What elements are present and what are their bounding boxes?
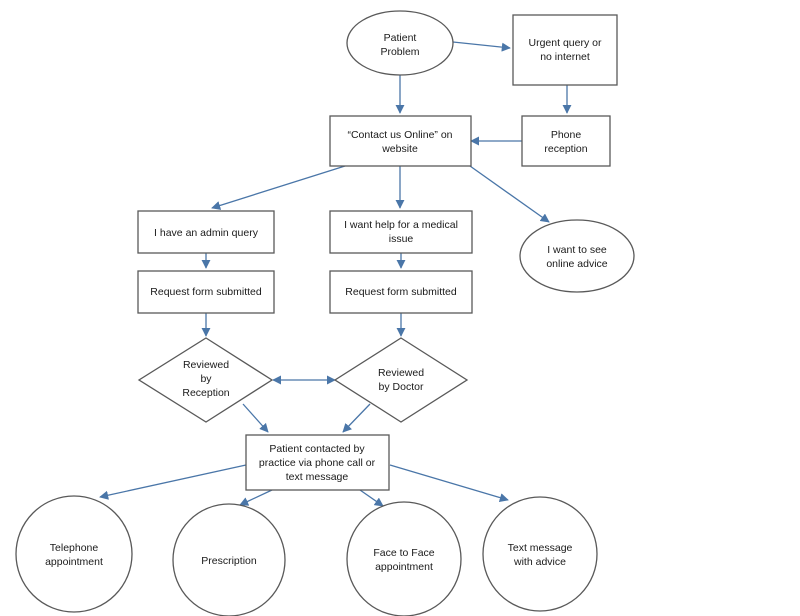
node-request-form-medical: Request form submitted xyxy=(329,270,473,314)
edge-problem-to-urgent xyxy=(452,41,511,52)
node-prescription: Prescription xyxy=(172,503,286,616)
svg-text:I have an admin query: I have an admin query xyxy=(154,227,259,239)
edge-reception-to-contacted xyxy=(242,403,269,433)
node-request-form-admin: Request form submitted xyxy=(137,270,275,314)
svg-text:Prescription: Prescription xyxy=(201,555,257,567)
edge-contact-to-admin xyxy=(211,165,346,210)
edge-contacted-to-prescription xyxy=(239,489,273,506)
edge-contact-to-online xyxy=(469,165,550,223)
edge-contacted-to-face xyxy=(359,489,384,507)
edge-doctor-to-contacted xyxy=(342,403,371,433)
edge-contacted-to-telephone xyxy=(99,464,247,500)
connectors xyxy=(99,41,572,507)
node-admin-query: I have an admin query xyxy=(137,210,275,254)
svg-text:Request form submitted: Request form submitted xyxy=(150,286,262,298)
edge-contacted-to-text xyxy=(389,464,509,503)
svg-text:Request form submitted: Request form submitted xyxy=(345,286,457,298)
